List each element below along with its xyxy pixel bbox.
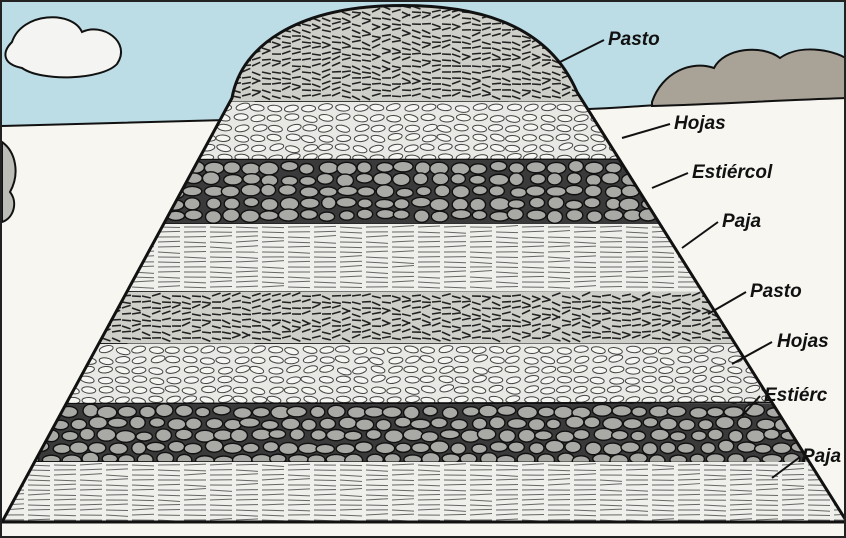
label-manure-top: Estiércol [692, 163, 772, 182]
label-manure-bottom: Estiérc [764, 386, 827, 405]
label-straw-top: Paja [722, 212, 761, 231]
label-grass-bottom: Pasto [750, 282, 802, 301]
label-straw-bottom: Paja [802, 447, 841, 466]
layer-straw-8 [2, 462, 846, 528]
label-grass-top: Pasto [608, 30, 660, 49]
label-leaves-top: Hojas [674, 114, 726, 133]
layer-leaves-6 [2, 344, 846, 405]
layer-manure-7 [2, 404, 846, 467]
label-leaves-bottom: Hojas [777, 332, 829, 351]
